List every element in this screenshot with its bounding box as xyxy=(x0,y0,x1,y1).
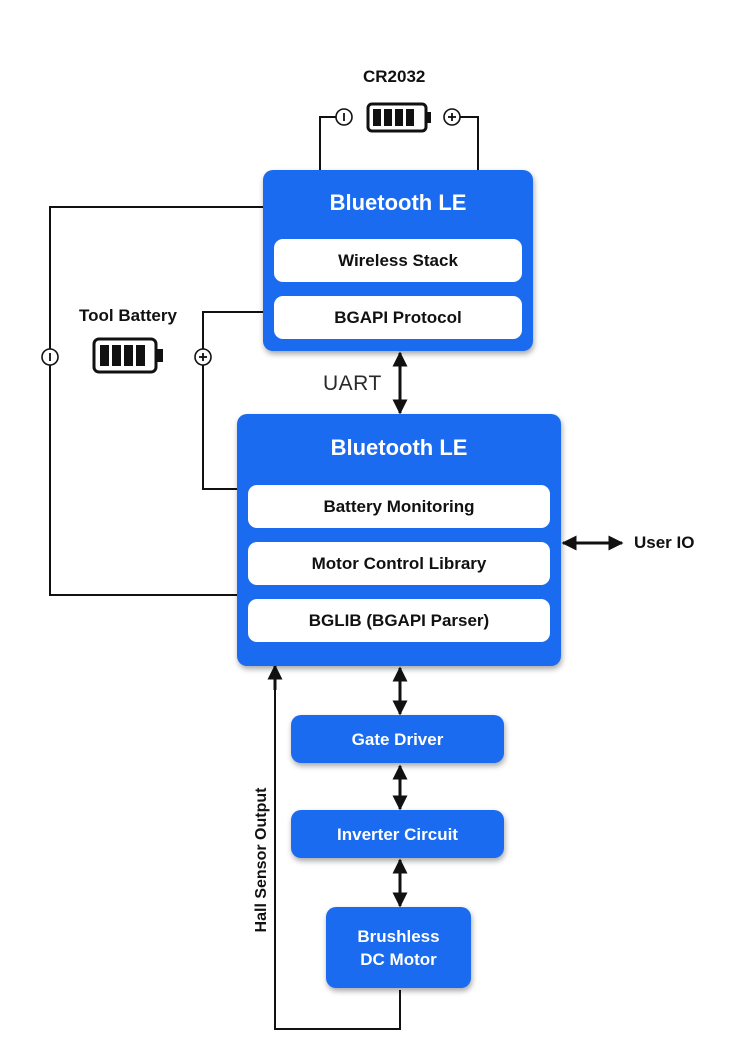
uart-label: UART xyxy=(323,372,382,395)
hall-sensor-wire xyxy=(274,668,401,1030)
wireless-stack-box: Wireless Stack xyxy=(274,239,522,282)
bglib-parser-box: BGLIB (BGAPI Parser) xyxy=(248,599,550,642)
bgapi-protocol-box: BGAPI Protocol xyxy=(274,296,522,339)
inverter-circuit-block: Inverter Circuit xyxy=(291,810,504,858)
top-bluetooth-block: Bluetooth LE Wireless Stack BGAPI Protoc… xyxy=(263,170,533,351)
coin-cell-battery-icon xyxy=(366,102,431,133)
coin-cell-label: CR2032 xyxy=(363,67,426,86)
tool-battery-positive-wire xyxy=(202,311,264,490)
hall-sensor-label: Hall Sensor Output xyxy=(253,787,270,933)
main-block-title: Bluetooth LE xyxy=(330,435,468,460)
tool-battery-negative-wire xyxy=(49,206,264,596)
gate-driver-block: Gate Driver xyxy=(291,715,504,763)
motor-label-line2: DC Motor xyxy=(360,949,437,969)
battery-monitoring-box: Battery Monitoring xyxy=(248,485,550,528)
brushless-motor-block: Brushless DC Motor xyxy=(326,907,471,988)
main-bluetooth-block: Bluetooth LE Battery Monitoring Motor Co… xyxy=(237,414,561,666)
motor-label-line1: Brushless xyxy=(357,926,440,946)
top-block-title: Bluetooth LE xyxy=(329,190,467,215)
tool-battery-icon xyxy=(92,337,163,374)
tool-battery-label: Tool Battery xyxy=(79,306,177,325)
coin-cell-negative-wire xyxy=(319,116,336,170)
motor-control-library-box: Motor Control Library xyxy=(248,542,550,585)
coin-cell-positive-wire xyxy=(460,116,479,170)
user-io-label: User IO xyxy=(634,533,695,552)
